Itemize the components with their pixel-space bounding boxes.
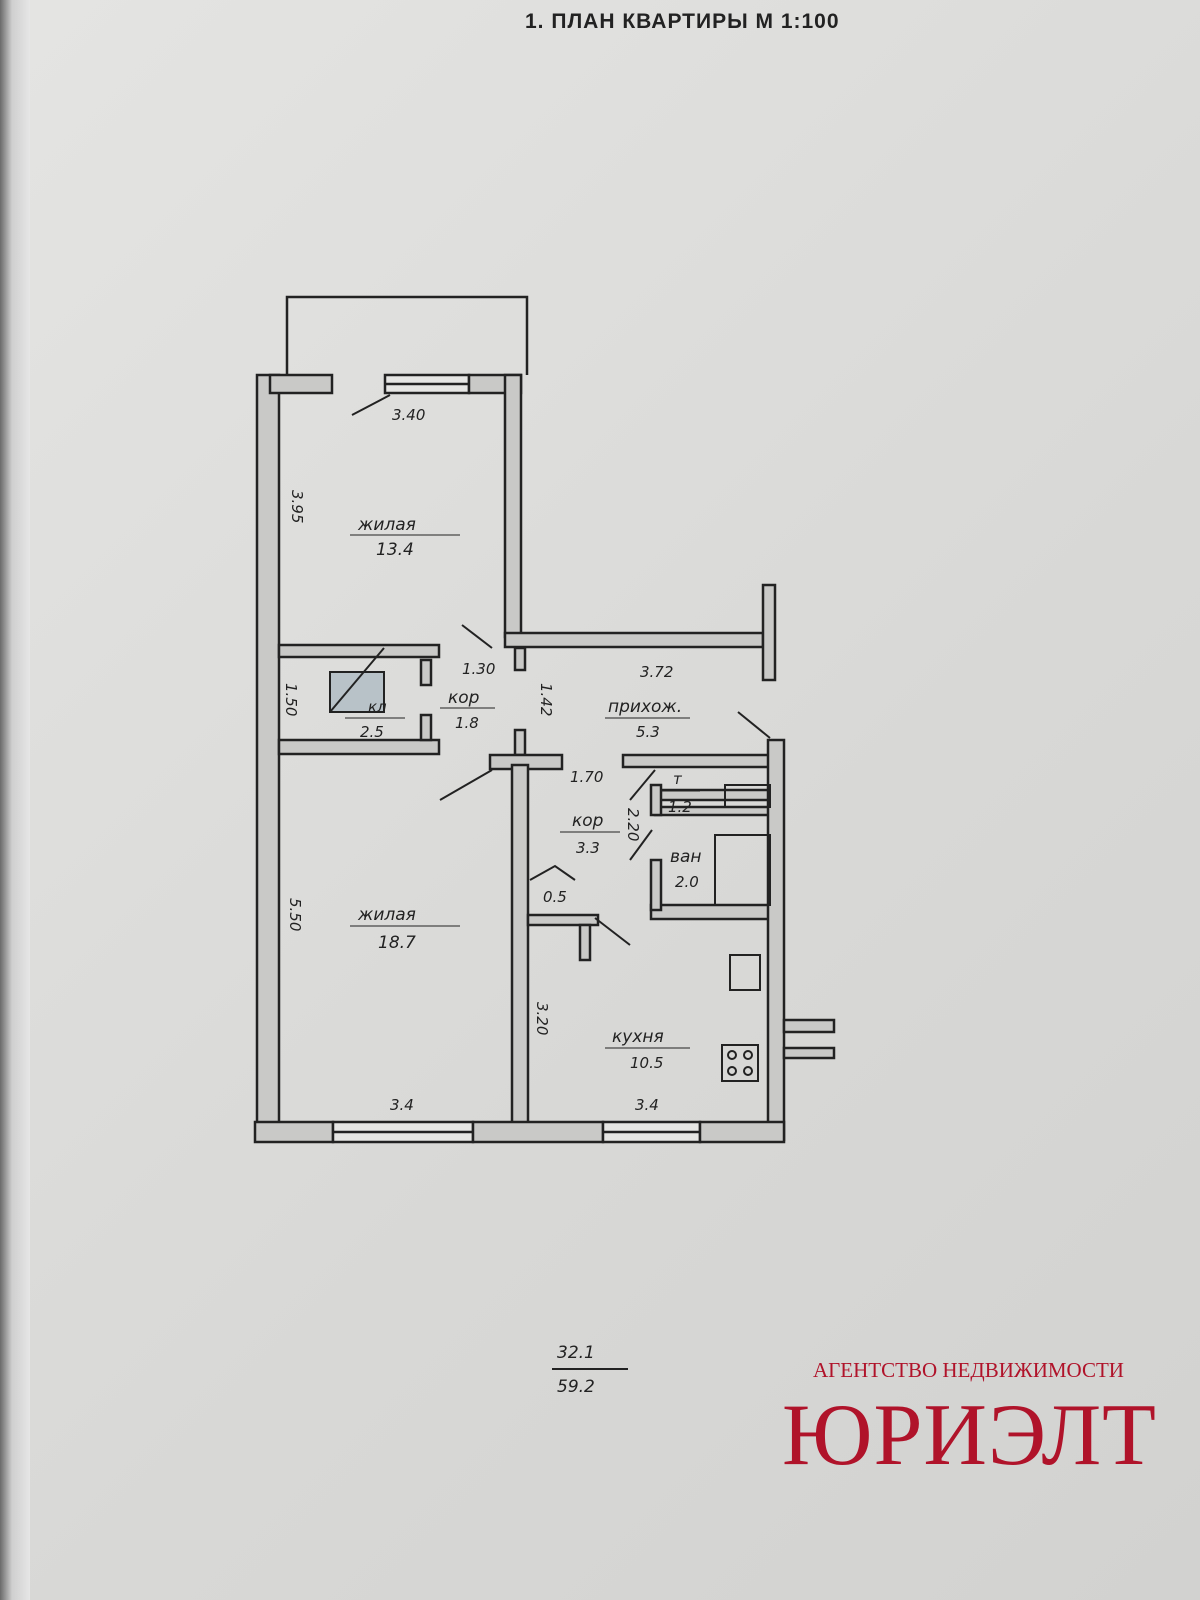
svg-text:32.1: 32.1 — [557, 1343, 595, 1363]
svg-text:59.2: 59.2 — [557, 1377, 595, 1397]
svg-text:1.50: 1.50 — [282, 683, 300, 716]
bottom-wall-left — [253, 1120, 335, 1144]
room-niche: 0.5 — [543, 888, 567, 906]
svg-text:1.30: 1.30 — [462, 660, 495, 678]
svg-text:прихож.: прихож. — [608, 697, 682, 717]
plan-title: 1. ПЛАН КВАРТИРЫ М 1:100 — [525, 10, 840, 33]
room-toilet: т 1.2 — [662, 770, 700, 816]
area-totals: 32.1 59.2 — [552, 1343, 628, 1397]
svg-text:1.42: 1.42 — [537, 683, 555, 716]
room-corridor-2: кор 3.3 — [560, 811, 620, 857]
binder-edge — [0, 0, 30, 1600]
svg-text:т: т — [673, 770, 683, 788]
top-wall-left — [268, 373, 334, 395]
svg-text:3.3: 3.3 — [576, 839, 600, 857]
svg-text:3.4: 3.4 — [635, 1096, 659, 1114]
room-living-2: жилая 18.7 — [350, 905, 460, 953]
svg-text:0.5: 0.5 — [543, 888, 567, 906]
svg-text:10.5: 10.5 — [630, 1054, 663, 1072]
bathtub-icon — [714, 834, 771, 906]
svg-text:2.20: 2.20 — [624, 808, 642, 841]
svg-text:кор: кор — [448, 688, 480, 708]
svg-text:5.50: 5.50 — [286, 898, 304, 931]
svg-text:жилая: жилая — [357, 905, 416, 925]
top-room-right-wall — [503, 373, 523, 639]
bath-bottom-wall — [649, 903, 773, 921]
hall-stub-wall — [761, 583, 777, 682]
svg-text:жилая: жилая — [357, 515, 416, 535]
svg-text:1.70: 1.70 — [570, 768, 603, 786]
room-living-1: жилая 13.4 — [350, 515, 460, 560]
bedroom-kitchen-wall — [510, 763, 530, 1142]
watermark-tagline: АГЕНТСТВО НЕДВИЖИМОСТИ — [813, 1358, 1124, 1382]
svg-text:3.72: 3.72 — [640, 663, 673, 681]
watermark-brand-logo: ЮРИЭЛТ — [782, 1387, 1157, 1484]
room-labels: жилая 13.4 кл 2.5 кор 1.8 прихож. 5.3 т 1.2 к… — [345, 515, 702, 1072]
bath-top-wall — [621, 753, 773, 769]
svg-text:1.2: 1.2 — [668, 798, 692, 816]
walls — [253, 295, 836, 1144]
svg-text:3.40: 3.40 — [392, 406, 425, 424]
svg-text:1.8: 1.8 — [455, 714, 479, 732]
left-outer-wall — [255, 373, 281, 1142]
room-closet: кл 2.5 — [345, 698, 405, 741]
room-corridor-1: кор 1.8 — [440, 688, 495, 732]
svg-text:2.0: 2.0 — [675, 873, 699, 891]
document-sheet — [30, 0, 1200, 1600]
room-hallway: прихож. 5.3 — [605, 697, 690, 741]
svg-text:13.4: 13.4 — [376, 540, 414, 560]
svg-text:кл: кл — [368, 698, 387, 716]
svg-text:18.7: 18.7 — [378, 933, 416, 953]
balcony — [285, 295, 529, 375]
sink-icon — [729, 954, 761, 991]
room-bathroom: ван 2.0 — [670, 847, 702, 891]
toilet-icon — [724, 784, 771, 808]
closet-bottom-wall — [277, 738, 441, 756]
svg-text:кор: кор — [572, 811, 604, 831]
svg-text:кухня: кухня — [612, 1027, 664, 1047]
room-kitchen: кухня 10.5 — [605, 1027, 690, 1072]
svg-text:3.4: 3.4 — [390, 1096, 414, 1114]
dimension-labels: 3.40 3.95 1.50 1.30 1.42 3.72 1.70 2.20 … — [282, 406, 673, 1114]
svg-text:3.20: 3.20 — [533, 1002, 551, 1035]
svg-text:2.5: 2.5 — [360, 723, 384, 741]
closet-shaft — [329, 671, 385, 713]
stove-icon — [721, 1044, 759, 1082]
hall-top-wall — [503, 631, 765, 649]
svg-text:ван: ван — [670, 847, 702, 867]
fixtures — [329, 394, 771, 1082]
closet-top-wall — [277, 643, 441, 659]
svg-text:3.95: 3.95 — [288, 490, 306, 523]
svg-text:5.3: 5.3 — [636, 723, 660, 741]
